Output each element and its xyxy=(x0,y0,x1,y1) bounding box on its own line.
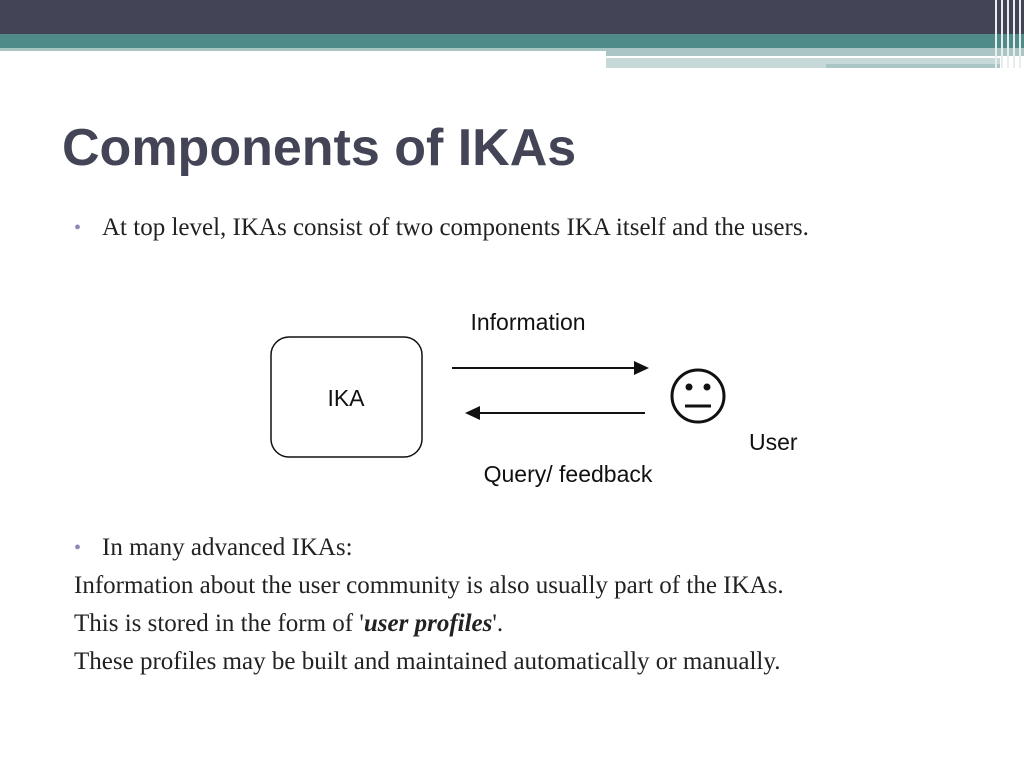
neutral-face-icon xyxy=(670,368,726,424)
paragraph: Information about the user community is … xyxy=(74,572,784,599)
bullet-text: At top level, IKAs consist of two compon… xyxy=(102,214,809,241)
bullet-item: • In many advanced IKAs: xyxy=(74,530,934,566)
bullet-item: • At top level, IKAs consist of two comp… xyxy=(74,210,934,246)
header-band-light xyxy=(826,64,1000,68)
paragraph-text: This is stored in the form of ' xyxy=(74,610,364,637)
arrow-head-right-icon xyxy=(634,361,649,375)
ika-diagram: IKA Information Query/ feedback User xyxy=(270,309,798,487)
header-band-teal xyxy=(0,34,1024,48)
user-label: User xyxy=(749,429,798,455)
bullet-dot-icon: • xyxy=(74,217,82,239)
slide-title: Components of IKAs xyxy=(62,119,577,177)
bullet-dot-icon: • xyxy=(74,537,82,559)
emphasis-user-profiles: user profiles xyxy=(363,610,493,637)
paragraph-text: '. xyxy=(492,610,504,637)
feedback-label: Query/ feedback xyxy=(484,461,653,487)
paragraph: This is stored in the form of 'user prof… xyxy=(74,606,503,642)
header-band-light xyxy=(606,48,1024,56)
header-band-light xyxy=(0,48,606,51)
ika-box xyxy=(270,336,423,458)
header-band-line xyxy=(606,56,948,58)
paragraph: These profiles may be built and maintain… xyxy=(74,648,781,675)
header-band-dark xyxy=(0,0,1024,34)
information-label: Information xyxy=(470,309,585,335)
arrow-head-left-icon xyxy=(465,406,480,420)
header-band-light xyxy=(606,58,1000,68)
bullet-text: In many advanced IKAs: xyxy=(102,534,353,561)
ika-box-label: IKA xyxy=(327,385,365,411)
header-stripes xyxy=(993,0,1024,68)
